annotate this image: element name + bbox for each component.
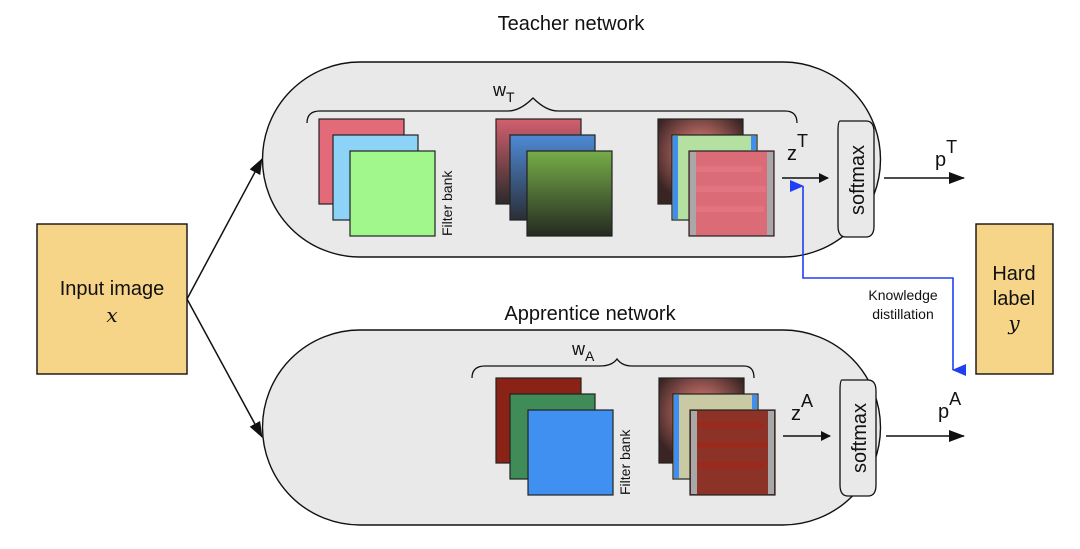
apprentice-filter-blue bbox=[527, 409, 614, 496]
knowledge-distillation-arrow bbox=[790, 180, 966, 376]
hard-label-line1: Hard bbox=[992, 263, 1035, 285]
input-image-title: Input image bbox=[60, 278, 165, 300]
input-image-block: Input image x bbox=[36, 223, 188, 375]
teacher-weights-label: wT bbox=[492, 80, 515, 105]
apprentice-activation-stripe bbox=[674, 395, 679, 478]
teacher-output-label: pT bbox=[935, 137, 957, 171]
apprentice-filter-bank-label: Filter bank bbox=[617, 429, 633, 495]
teacher-activation-stripe bbox=[751, 136, 756, 150]
teacher-network-title: Teacher network bbox=[498, 13, 646, 35]
apprentice-weights-label: wA bbox=[571, 339, 595, 364]
teacher-filter-green bbox=[349, 150, 436, 237]
teacher-filter-bank: Filter bank bbox=[318, 118, 455, 237]
apprentice-activation-edge bbox=[768, 411, 774, 494]
apprentice-activation-maps bbox=[658, 377, 776, 496]
teacher-logits-label: zT bbox=[787, 131, 808, 165]
apprentice-activation-stripe bbox=[752, 395, 757, 409]
input-image-symbol: x bbox=[106, 303, 117, 327]
teacher-activation-stripe bbox=[673, 136, 678, 219]
teacher-activation-band bbox=[696, 166, 762, 172]
teacher-weights-brace bbox=[306, 97, 798, 124]
teacher-activation-edge bbox=[767, 152, 773, 235]
teacher-softmax-block: softmax bbox=[837, 120, 875, 238]
apprentice-output-label: pA bbox=[938, 389, 961, 423]
apprentice-softmax-label: softmax bbox=[849, 403, 871, 473]
knowledge-distillation-label-line1: Knowledge bbox=[868, 287, 937, 303]
teacher-activation-maps bbox=[657, 118, 775, 237]
teacher-activation-band bbox=[696, 206, 764, 212]
apprentice-activation-edge bbox=[691, 411, 697, 494]
apprentice-weights-brace bbox=[471, 357, 755, 379]
hard-label-line2: label bbox=[993, 288, 1035, 310]
teacher-feature-maps bbox=[495, 118, 613, 237]
input-to-teacher-arrow bbox=[186, 158, 263, 300]
apprentice-filter-bank: Filter bank bbox=[495, 377, 633, 496]
teacher-feature-green bbox=[526, 150, 613, 237]
apprentice-logits-label: zA bbox=[791, 391, 813, 425]
hard-label-symbol: y bbox=[1007, 311, 1020, 335]
teacher-softmax-label: softmax bbox=[847, 145, 869, 215]
input-to-apprentice-arrow bbox=[186, 298, 263, 438]
apprentice-network-title: Apprentice network bbox=[504, 303, 676, 325]
apprentice-activation-band bbox=[697, 462, 765, 468]
teacher-activation-edge bbox=[690, 152, 696, 235]
teacher-filter-bank-label: Filter bank bbox=[439, 170, 455, 236]
apprentice-softmax-block: softmax bbox=[839, 379, 877, 497]
apprentice-activation-band bbox=[697, 442, 767, 448]
apprentice-activation-band bbox=[697, 422, 763, 428]
teacher-activation-band bbox=[696, 186, 766, 192]
teacher-activation-red bbox=[688, 150, 775, 237]
knowledge-distillation-label-line2: distillation bbox=[872, 306, 933, 322]
hard-label-block: Hard label y bbox=[975, 223, 1054, 375]
